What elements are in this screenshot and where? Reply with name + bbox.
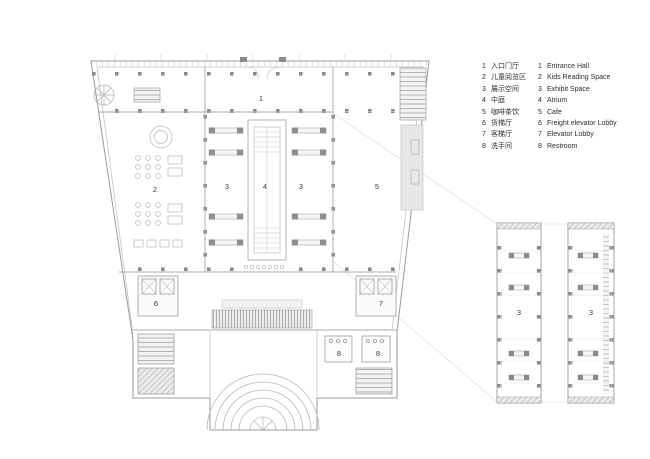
freight-elevator-lobby (137, 275, 179, 317)
amphitheater (206, 373, 320, 431)
room-label-kids-reading: 2 (153, 185, 157, 194)
room-label-cafe: 5 (375, 182, 379, 191)
room-label-exhibit-left: 3 (225, 182, 229, 191)
restrooms (324, 335, 391, 363)
elevator-lobby (355, 275, 397, 317)
interior-walls (98, 67, 397, 398)
room-label-atrium: 4 (263, 182, 267, 191)
stage-strip (211, 299, 313, 329)
entrance-hall (246, 66, 280, 80)
room-label-restroom-left: 8 (337, 349, 341, 358)
kids-reading-room (133, 125, 183, 248)
cafe-area (399, 67, 427, 211)
detail-label-left: 3 (517, 308, 521, 317)
room-label-freight-elevator-lobby: 6 (154, 299, 158, 308)
exhibit-room-right (291, 127, 327, 246)
room-label-restroom-right: 8 (376, 349, 380, 358)
detail-plan-right: 3 (567, 222, 615, 404)
stage-fan (249, 416, 277, 431)
room-labels: 1 2 3 4 3 5 6 7 8 8 (153, 94, 383, 358)
stair-wing-left (137, 333, 175, 395)
room-label-exhibit-right: 3 (299, 182, 303, 191)
stair-wing-right (355, 367, 393, 395)
atrium-escalator (243, 119, 287, 270)
detail-plan-left: 3 (496, 222, 542, 404)
spiral-stair (93, 84, 161, 106)
atrium-dots (243, 264, 285, 270)
detail-label-right: 3 (589, 308, 593, 317)
building-outline (90, 54, 430, 431)
room-label-elevator-lobby: 7 (379, 299, 383, 308)
room-label-entrance-hall: 1 (259, 94, 263, 103)
stair-core-top-right (399, 67, 427, 121)
exhibit-room-left (208, 127, 244, 246)
